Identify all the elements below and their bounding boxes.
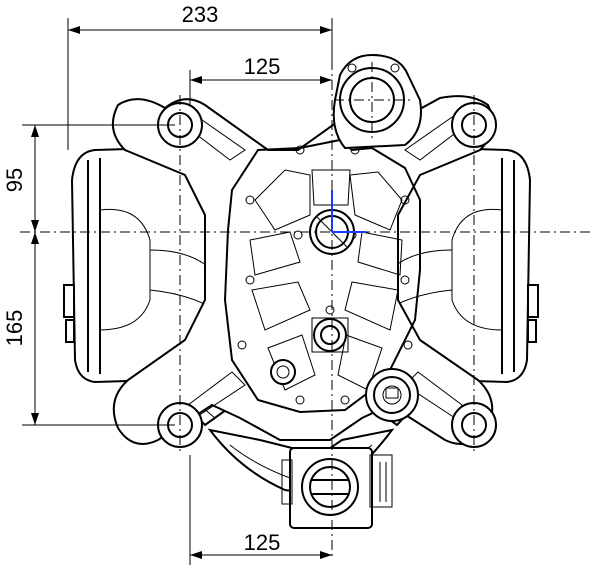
small-sensor [270,359,296,385]
dimension-left-vertical: 95 165 [2,124,175,426]
dimension-bottom-half: 125 [189,455,332,565]
dimension-top-width: 233 [67,2,333,150]
centerlines [20,20,590,560]
oil-pump [365,368,419,422]
dimension-top-half: 125 [189,54,332,105]
top-boss [332,53,422,150]
dim-95-label: 95 [2,168,27,192]
dim-125-top-label: 125 [244,54,281,79]
oil-filler-cap [311,317,349,353]
crank-axes [331,190,366,233]
throttle-body [281,447,393,529]
dim-233-label: 233 [182,2,219,27]
mount-bosses [157,102,497,448]
dim-125-bottom-label: 125 [244,530,281,555]
dim-165-label: 165 [2,310,27,347]
